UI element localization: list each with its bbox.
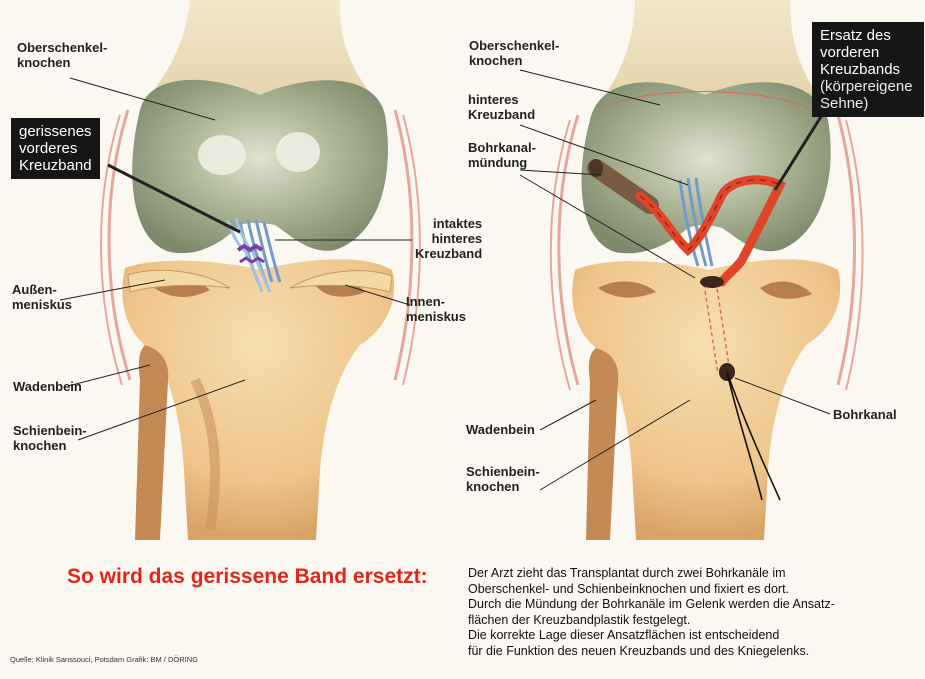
right-femur-shaft bbox=[605, 0, 818, 95]
left-femur bbox=[132, 80, 388, 253]
tunnel-mouth-tibia bbox=[700, 276, 724, 288]
label-drill-channel: Bohrkanal bbox=[833, 407, 897, 422]
left-fibula bbox=[135, 345, 168, 540]
body-line: für die Funktion des neuen Kreuzbands un… bbox=[468, 644, 918, 660]
label-tunnel-mouth: Bohrkanal- mündung bbox=[468, 140, 536, 170]
body-line: Der Arzt zieht das Transplantat durch zw… bbox=[468, 566, 918, 582]
label-left-femur: Oberschenkel- knochen bbox=[17, 40, 107, 70]
callout-replacement-acl: Ersatz des vorderen Kreuzbands(körpereig… bbox=[812, 22, 924, 117]
body-line: Oberschenkel- und Schienbeinknochen und … bbox=[468, 582, 918, 598]
label-right-femur: Oberschenkel- knochen bbox=[469, 38, 559, 68]
label-left-tibia: Schienbein- knochen bbox=[13, 423, 87, 453]
label-left-fibula: Wadenbein bbox=[13, 379, 82, 394]
explanation-text: Der Arzt zieht das Transplantat durch zw… bbox=[468, 566, 918, 659]
left-knee-drawing bbox=[101, 0, 420, 540]
callout-replacement-title: Ersatz des vorderen Kreuzbands bbox=[820, 27, 916, 78]
label-right-fibula: Wadenbein bbox=[466, 422, 535, 437]
headline: So wird das gerissene Band ersetzt: bbox=[67, 565, 428, 589]
callout-replacement-sub: (körpereigene Sehne) bbox=[820, 78, 916, 112]
label-lateral-meniscus: Außen- meniskus bbox=[12, 282, 72, 312]
right-fibula bbox=[586, 348, 618, 540]
label-intact-pcl: intaktes hinteres Kreuzband bbox=[415, 216, 482, 261]
label-right-tibia: Schienbein- knochen bbox=[466, 464, 540, 494]
body-line: Durch die Mündung der Bohrkanäle im Gele… bbox=[468, 597, 918, 613]
body-line: flächen der Kreuzbandplastik festgelegt. bbox=[468, 613, 918, 629]
label-medial-meniscus: Innen- meniskus bbox=[406, 294, 466, 324]
label-right-pcl: hinteres Kreuzband bbox=[468, 92, 535, 122]
callout-torn-acl: gerissenes vorderes Kreuzband bbox=[11, 118, 100, 179]
body-line: Die korrekte Lage dieser Ansatzflächen i… bbox=[468, 628, 918, 644]
source-credit: Quelle: Klinik Sanssouci, Potsdam Grafik… bbox=[10, 655, 198, 664]
